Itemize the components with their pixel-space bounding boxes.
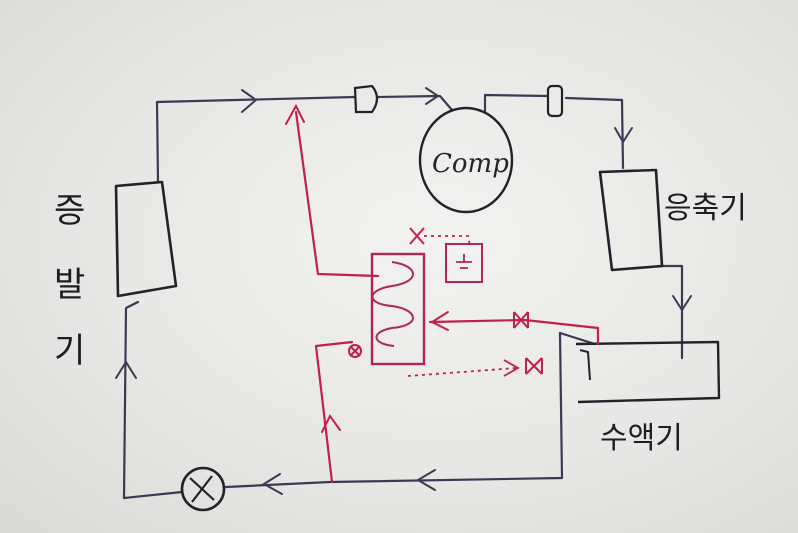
discharge-line xyxy=(483,93,550,114)
hot-gas-arrows xyxy=(285,103,449,433)
main-refrigerant-loop xyxy=(122,93,684,500)
evaporator-label-3: 기 xyxy=(54,331,85,371)
dotted-right xyxy=(407,367,517,377)
valve-right xyxy=(525,357,543,375)
arrow-return-up xyxy=(321,414,341,433)
suction-line-top xyxy=(155,95,357,184)
valve-return-cross xyxy=(349,345,361,357)
hot-gas-lines xyxy=(294,110,600,484)
arrow-liquid-line-left xyxy=(416,469,436,491)
return-to-liquid-line xyxy=(314,340,354,484)
arrow-up-evaporator xyxy=(115,360,137,379)
compressor-label: Comp xyxy=(432,149,509,179)
arrow-hot-gas-up xyxy=(285,103,305,125)
red-valves xyxy=(348,227,543,375)
evaporator-label-2: 발 xyxy=(54,265,85,305)
discharge-to-condenser xyxy=(564,96,625,170)
heat-exchanger-coil xyxy=(371,261,414,347)
compressor-circle xyxy=(418,106,514,214)
expansion-valve xyxy=(180,466,226,512)
heat-exchanger-box xyxy=(370,252,426,366)
control-box-symbol xyxy=(456,254,472,269)
arrow-to-compressor xyxy=(425,87,440,105)
receiver-tank xyxy=(575,340,721,404)
arrow-down-condenser xyxy=(614,127,633,144)
hot-gas-bypass-up xyxy=(294,110,380,278)
arrow-top-suction xyxy=(241,89,258,113)
arrow-hot-gas-left xyxy=(429,311,449,331)
valve-hot-gas xyxy=(513,311,529,329)
main-loop-arrows xyxy=(115,87,692,495)
suction-service-valve xyxy=(353,84,379,114)
receiver-dip-tube xyxy=(579,349,591,381)
valve-return xyxy=(348,344,362,358)
dotted-arrow-head xyxy=(503,359,520,377)
receiver-label: 수액기 xyxy=(600,421,683,456)
arrow-liquid-line-left-2 xyxy=(262,473,283,495)
arrow-down-receiver xyxy=(672,295,692,312)
expansion-to-evaporator-line xyxy=(122,300,184,500)
control-box xyxy=(445,243,483,283)
discharge-service-valve xyxy=(546,84,564,118)
hot-gas-to-receiver xyxy=(428,318,600,346)
condenser-label: 응축기 xyxy=(664,191,747,226)
evaporator-box xyxy=(114,180,178,298)
suction-line-to-compressor xyxy=(376,94,454,112)
liquid-line xyxy=(224,331,597,489)
valve-top xyxy=(409,227,425,245)
condenser-box xyxy=(598,168,664,272)
expansion-valve-cross xyxy=(189,475,215,503)
condenser-to-receiver-line xyxy=(658,264,684,360)
evaporator-label-1: 증 xyxy=(54,191,85,231)
dotted-top xyxy=(424,235,471,247)
dotted-lines xyxy=(407,235,517,377)
